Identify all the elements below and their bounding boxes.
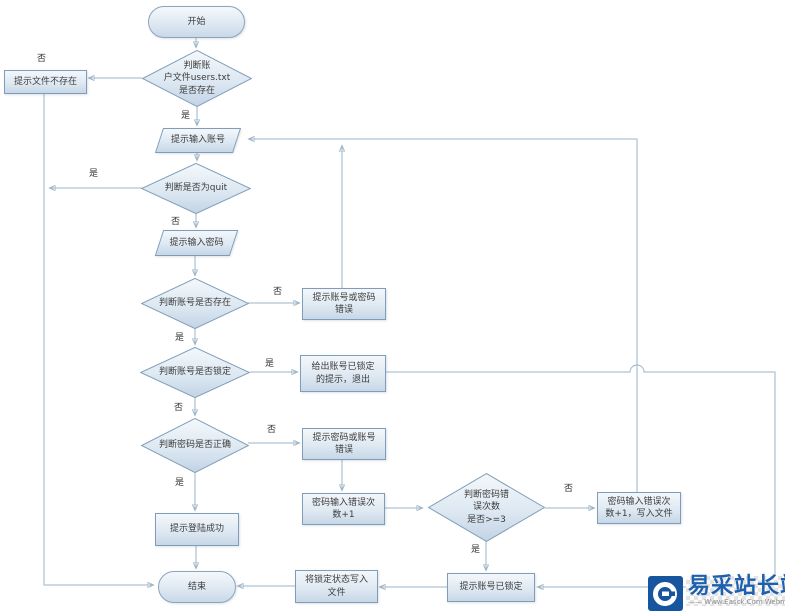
diamond-shape (141, 278, 249, 329)
node-check-password: 判断密码是否正确 (141, 418, 249, 473)
node-end-label: 结束 (187, 581, 206, 592)
node-error-count-inc: 密码输入错误次 数+1 (302, 493, 385, 525)
node-locked-exit-prompt: 给出账号已锁定 的提示，退出 (300, 355, 386, 392)
node-check-error-count: 判断密码错 误次数 是否>=3 (428, 473, 545, 542)
node-check-password-label: 判断密码是否正确 (158, 440, 231, 451)
edge-label-yes-account-exists: 是 (174, 330, 186, 343)
edge-label-yes-quit: 是 (88, 166, 100, 179)
edge-label-yes-password-correct: 是 (174, 475, 186, 488)
easck-logo-icon (648, 576, 683, 611)
easck-logo-glyph (653, 582, 677, 606)
node-login-success-label: 提示登陆成功 (169, 524, 224, 535)
node-check-quit: 判断是否为quit (141, 163, 251, 214)
node-error-count-inc-write: 密码输入错误次 数+1，写入文件 (597, 492, 681, 524)
edge-label-no-account-exists: 否 (272, 284, 284, 297)
node-check-account-locked-label: 判断账号是否锁定 (158, 367, 231, 378)
node-check-error-count-label: 判断密码错 误次数 是否>=3 (463, 490, 509, 525)
node-password-or-account-error: 提示密码或账号 错误 (302, 428, 386, 460)
node-account-or-password-error-label: 提示账号或密码 错误 (312, 292, 376, 315)
edge-label-no-password-correct: 否 (266, 422, 278, 435)
node-check-file: 判断账 户文件users.txt 是否存在 (142, 50, 252, 107)
watermark-brand: 易采站长站 (688, 574, 785, 599)
node-login-success: 提示登陆成功 (155, 513, 239, 546)
diamond-shape (142, 50, 252, 107)
node-input-account: 提示输入账号 (153, 128, 243, 153)
node-check-account-locked: 判断账号是否锁定 (140, 347, 250, 398)
node-password-or-account-error-label: 提示密码或账号 错误 (312, 432, 376, 455)
node-check-account-exists-label: 判断账号是否存在 (158, 298, 231, 309)
node-account-locked-prompt-label: 提示账号已锁定 (459, 582, 523, 593)
node-error-count-inc-label: 密码输入错误次 数+1 (311, 497, 375, 520)
diamond-shape (141, 163, 251, 214)
node-locked-exit-prompt-label: 给出账号已锁定 的提示，退出 (311, 362, 375, 385)
edge-label-yes-count-ge3: 是 (470, 542, 482, 555)
node-check-account-exists: 判断账号是否存在 (141, 278, 249, 329)
edge-lockedexit-lockedmsg (383, 364, 776, 587)
node-account-locked-prompt: 提示账号已锁定 (447, 573, 535, 602)
diamond-shape (140, 347, 250, 398)
node-end: 结束 (158, 571, 236, 603)
edge-label-yes-file: 是 (180, 108, 192, 121)
edge-filemissing-end (43, 92, 153, 585)
node-write-lock-state-label: 将锁定状态写入 文件 (304, 575, 368, 598)
watermark-text-block: 易采站长站 —— Www.Easck.Com Webmaster (686, 574, 785, 607)
edge-label-no-count-ge3: 否 (563, 481, 575, 494)
node-check-quit-label: 判断是否为quit (164, 183, 228, 194)
edge-label-no-file: 否 (36, 51, 48, 64)
node-file-missing-label: 提示文件不存在 (13, 76, 77, 87)
edge-label-no-quit: 否 (170, 214, 182, 227)
node-check-file-label: 判断账 户文件users.txt 是否存在 (163, 61, 231, 96)
node-start-label: 开始 (187, 16, 206, 27)
node-input-account-label: 提示输入账号 (170, 135, 225, 146)
watermark-tagline: —— Www.Easck.Com Webmaster (688, 598, 785, 606)
node-account-or-password-error: 提示账号或密码 错误 (302, 288, 386, 320)
node-input-password-label: 提示输入密码 (169, 237, 224, 248)
diamond-shape (428, 473, 545, 542)
edge-label-no-locked: 否 (173, 400, 185, 413)
node-error-count-inc-write-label: 密码输入错误次 数+1，写入文件 (605, 496, 673, 519)
node-file-missing: 提示文件不存在 (4, 70, 87, 94)
watermark: 易采站长站 —— Www.Easck.Com Webmaster (648, 576, 785, 611)
diamond-shape (141, 418, 249, 473)
node-input-password: 提示输入密码 (153, 230, 240, 256)
edge-countincwrite-inputaccount (249, 139, 638, 492)
edge-label-yes-locked: 是 (264, 356, 276, 369)
node-start: 开始 (148, 6, 245, 38)
node-write-lock-state: 将锁定状态写入 文件 (295, 570, 378, 603)
